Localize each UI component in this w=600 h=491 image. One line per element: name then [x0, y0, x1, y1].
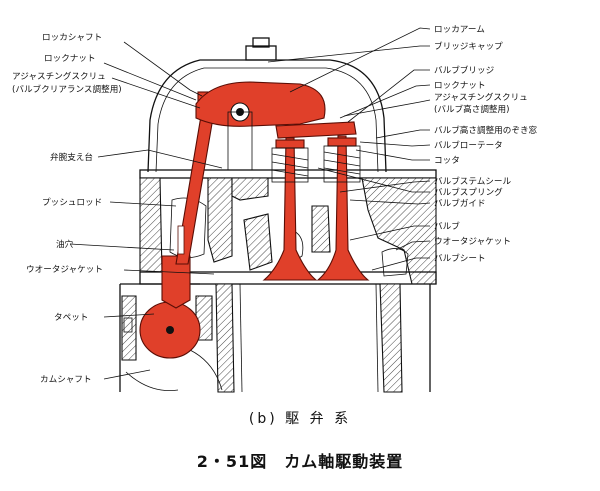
label-valve-stem-seal: バルブステムシール: [434, 175, 511, 187]
label-lock-nut-left: ロックナット: [44, 53, 96, 64]
label-bridge-cap: ブリッジキャップ: [434, 40, 503, 52]
rocker-support: [222, 111, 258, 171]
label-water-jacket-right: ウオータジャケット: [434, 236, 511, 247]
label-valve-bridge: バルブブリッジ: [434, 64, 495, 76]
label-rocker-support: 弁腕支え台: [50, 151, 93, 163]
figure-caption: 2・51図 カム軸駆動装置: [196, 452, 404, 471]
labels-left: ロッカシャフト ロックナット アジャスチングスクリュ (バルブクリアランス調整用…: [12, 32, 122, 385]
valve-springs: [271, 145, 361, 183]
tappet-housing: [121, 295, 223, 391]
leader-lines: [69, 27, 431, 380]
label-valve-rotator: バルブローテータ: [434, 139, 503, 151]
rocker-cover: [147, 37, 387, 173]
figure-subcaption: (b) 駆 弁 系: [248, 411, 352, 427]
label-push-rod: プッシュロッド: [42, 197, 102, 208]
label-valve: バルブ: [434, 220, 460, 232]
labels-right: ロッカアーム ブリッジキャップ バルブブリッジ ロックナット アジャスチングスク…: [434, 24, 538, 264]
label-adjusting-screw-right: アジャスチングスクリュ: [434, 91, 528, 103]
label-cotter: コッタ: [434, 155, 460, 166]
valve-right: [316, 135, 370, 281]
cylinder-head: [139, 169, 437, 285]
cylinder-block: [119, 283, 431, 393]
label-valve-spring: バルブスプリング: [434, 186, 503, 198]
cam-lobe: [139, 301, 201, 359]
label-valve-guide: バルブガイド: [434, 197, 486, 209]
label-tappet: タペット: [54, 312, 88, 323]
label-camshaft: カムシャフト: [40, 374, 92, 385]
label-rocker-arm: ロッカアーム: [434, 24, 485, 35]
label-oil-hole: 油穴: [56, 238, 74, 250]
valve-bridge: [275, 121, 357, 139]
label-inspection-window: バルブ高さ調整用のぞき窓: [434, 124, 538, 136]
valve-train-diagram: ロッカシャフト ロックナット アジャスチングスクリュ (バルブクリアランス調整用…: [12, 24, 538, 393]
label-rocker-shaft: ロッカシャフト: [42, 32, 102, 43]
label-adjusting-screw-left: アジャスチングスクリュ: [12, 70, 106, 82]
label-adjusting-screw-right-note: (バルブ高さ調整用): [434, 103, 509, 115]
label-lock-nut-right: ロックナット: [434, 80, 486, 91]
valve-left: [262, 137, 318, 281]
label-valve-seat: バルブシート: [434, 252, 486, 264]
label-water-jacket-left: ウオータジャケット: [26, 264, 103, 275]
rocker-arm: [195, 81, 326, 127]
label-adjusting-screw-left-note: (バルブクリアランス調整用): [12, 83, 122, 95]
